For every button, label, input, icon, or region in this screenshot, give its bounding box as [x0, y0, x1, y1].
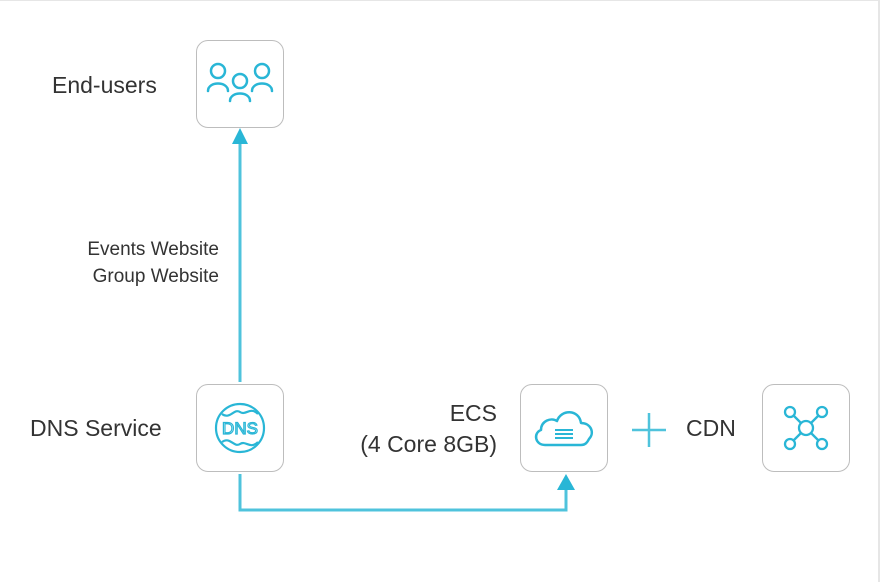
ecs-label: ECS (4 Core 8GB): [360, 398, 497, 460]
cloud-server-icon: [534, 411, 593, 447]
network-hub-icon: [783, 405, 829, 451]
cdn-node[interactable]: [762, 384, 850, 472]
ecs-label-line1: ECS: [449, 400, 497, 426]
plus-icon: [632, 413, 666, 447]
edge-label-line2: Group Website: [92, 266, 219, 287]
dns-service-label: DNS Service: [30, 415, 162, 441]
edge-label: Events Website Group Website: [87, 236, 219, 290]
dns-service-node[interactable]: DNS: [196, 384, 284, 472]
edge-label-line1: Events Website: [87, 239, 219, 260]
svg-text:DNS: DNS: [222, 419, 258, 438]
dns-globe-icon: DNS: [214, 402, 266, 454]
ecs-node[interactable]: [520, 384, 608, 472]
end-users-node[interactable]: [196, 40, 284, 128]
cdn-label: CDN: [686, 415, 736, 441]
edge-dns-to-ecs: [238, 474, 568, 512]
ecs-label-line2: (4 Core 8GB): [360, 431, 497, 457]
users-icon: [206, 62, 274, 103]
arrowhead-ecs: [557, 474, 575, 490]
end-users-label: End-users: [52, 72, 157, 98]
arrowhead-endusers: [232, 128, 248, 144]
